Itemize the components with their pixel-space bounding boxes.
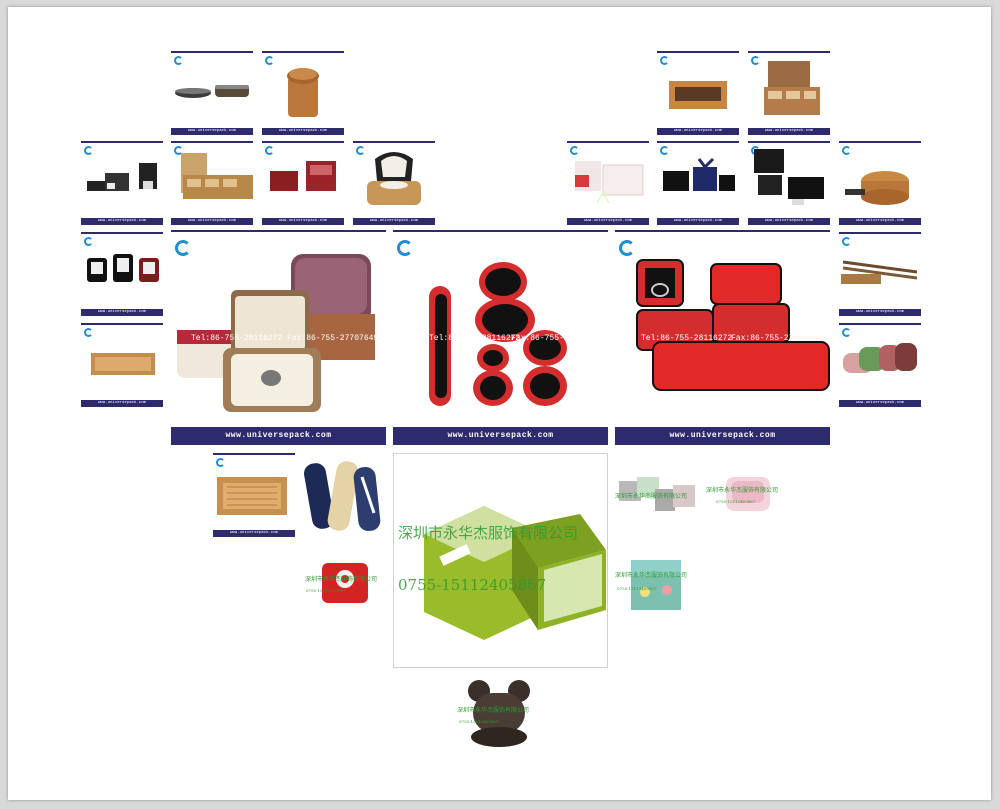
url-bar: www.universepack.com [657, 218, 739, 225]
product-tile-wood-box-small: www.universepack.com [213, 453, 295, 537]
url-bar: www.universepack.com [839, 309, 921, 316]
fax-text: Fax:86-755-27707649 [287, 334, 379, 343]
fax-text: Fax:86-755-27707649 [511, 334, 603, 343]
logo-icon [175, 240, 191, 256]
product-tile-round-wood-box: www.universepack.com [262, 51, 344, 135]
product-tile-wood-jewelry-tray: www.universepack.com [171, 141, 253, 225]
url-bar: www.universepack.com [353, 218, 435, 225]
product-tile-floral-tin: 深圳市永华杰服饰有限公司 0755-15112405867 [615, 554, 699, 616]
product-tile-wood-drawer-box: www.universepack.com [657, 51, 739, 135]
product-tile-wood-compartment-box: www.universepack.com [748, 51, 830, 135]
watermark-phone: 0755-15112405867 [617, 586, 657, 591]
url-bar: www.universepack.com [839, 400, 921, 407]
url-bar: www.universepack.com [171, 128, 253, 135]
logo-icon [570, 146, 579, 155]
logo-icon [751, 56, 760, 65]
product-tile-large-red-velvet-set: Tel:86-755-28116272 Fax:86-755-27707649 … [615, 230, 830, 445]
watermark-phone: 0755-15112405867 [306, 588, 346, 593]
logo-icon [397, 240, 413, 256]
product-tile-black-watch-boxes: www.universepack.com [81, 141, 163, 225]
url-bar: www.universepack.com [839, 218, 921, 225]
product-tile-large-ring-boxes: Tel:86-755-28116272 Fax:86-755-27707649 … [171, 230, 386, 445]
watermark-phone: 0755-15112405867 [459, 719, 499, 724]
url-bar: www.universepack.com [81, 218, 163, 225]
product-tile-mouse-tin: 深圳市永华杰服饰有限公司 0755-15112405867 [457, 675, 541, 761]
tel-text: Tel:86-755-28116272 [191, 334, 283, 343]
logo-icon [842, 146, 851, 155]
watermark-company: 深圳市永华杰服饰有限公司 [457, 707, 530, 714]
logo-icon [265, 56, 274, 65]
watermark-company: 深圳市永华杰服饰有限公司 [615, 493, 688, 500]
product-tile-ribbon-boxes: www.universepack.com [657, 141, 739, 225]
product-tile-wood-sliding-box: www.universepack.com [81, 323, 163, 407]
logo-icon [660, 146, 669, 155]
url-bar: www.universepack.com [393, 427, 608, 445]
watermark-company: 深圳市永华杰服饰有限公司 [615, 572, 688, 579]
logo-icon [265, 146, 274, 155]
product-tile-green-tin-large: 深圳市永华杰服饰有限公司 0755-15112405867 [393, 453, 608, 668]
url-bar: www.universepack.com [81, 309, 163, 316]
url-bar: www.universepack.com [262, 218, 344, 225]
url-bar: www.universepack.com [81, 400, 163, 407]
url-bar: www.universepack.com [748, 218, 830, 225]
tel-text: Tel:86-755-28116272 [641, 334, 733, 343]
product-tile-round-wood-tray: www.universepack.com [839, 141, 921, 225]
tel-text: Tel:86-755-28116272 [429, 334, 521, 343]
watermark-company: 深圳市永华杰服饰有限公司 [706, 487, 779, 494]
product-tile-heart-tin: 深圳市永华杰服饰有限公司 0755-15112405867 [706, 471, 790, 525]
logo-icon [619, 240, 635, 256]
watermark-company: 深圳市永华杰服饰有限公司 [398, 524, 579, 542]
product-tile-fabric-tubes [304, 453, 386, 543]
watermark-company: 深圳市永华杰服饰有限公司 [305, 576, 378, 583]
url-bar: www.universepack.com [213, 530, 295, 537]
logo-icon [842, 328, 851, 337]
product-tile-chopsticks: www.universepack.com [839, 232, 921, 316]
url-bar: www.universepack.com [262, 128, 344, 135]
logo-icon [842, 237, 851, 246]
url-bar: www.universepack.com [567, 218, 649, 225]
product-tile-pouches: www.universepack.com [839, 323, 921, 407]
logo-icon [660, 56, 669, 65]
fax-text: Fax:86-755-27707649 [731, 334, 823, 343]
logo-icon [84, 237, 93, 246]
logo-icon [84, 328, 93, 337]
product-tile-printed-tins: 深圳市永华杰服饰有限公司 [615, 471, 699, 525]
product-tile-red-tin: 深圳市永华杰服饰有限公司 0755-15112405867 [304, 559, 386, 619]
product-tile-ring-box: www.universepack.com [353, 141, 435, 225]
url-bar: www.universepack.com [615, 427, 830, 445]
logo-icon [84, 146, 93, 155]
watermark-phone: 0755-15112405867 [716, 499, 756, 504]
watermark-phone: 0755-15112405867 [398, 576, 547, 594]
url-bar: www.universepack.com [171, 427, 386, 445]
product-tile-red-boxes: www.universepack.com [262, 141, 344, 225]
logo-icon [216, 458, 225, 467]
product-tile-large-red-oval-boxes: Tel:86-755-28116272 Fax:86-755-27707649 … [393, 230, 608, 445]
url-bar: www.universepack.com [748, 128, 830, 135]
url-bar: www.universepack.com [171, 218, 253, 225]
logo-icon [174, 146, 183, 155]
product-tile-black-box-set: www.universepack.com [748, 141, 830, 225]
product-tile-open-ring-boxes: www.universepack.com [81, 232, 163, 316]
url-bar: www.universepack.com [657, 128, 739, 135]
photo-collage: www.universepack.com www.universepack.co… [8, 7, 991, 800]
product-tile-braided-case: www.universepack.com [171, 51, 253, 135]
logo-icon [174, 56, 183, 65]
product-tile-pink-gift-boxes: www.universepack.com [567, 141, 649, 225]
logo-icon [356, 146, 365, 155]
